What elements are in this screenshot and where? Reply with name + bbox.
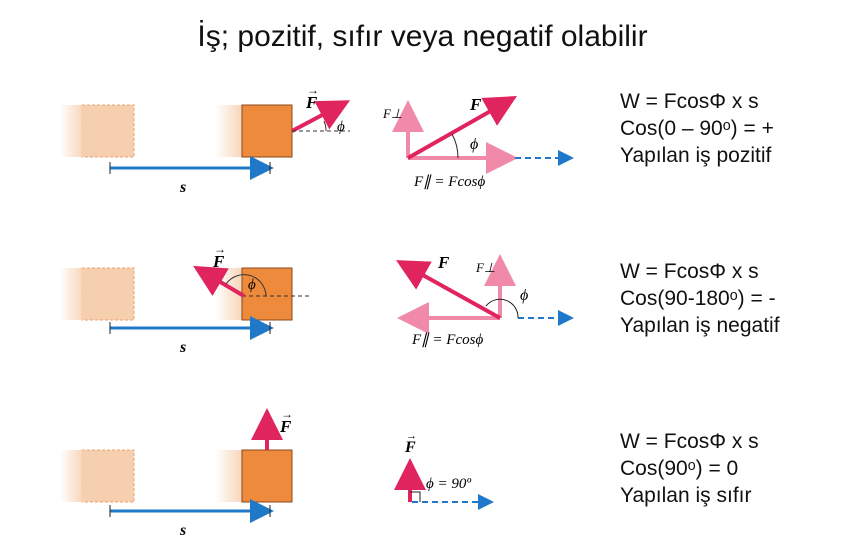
force-vector-mark: → bbox=[406, 430, 417, 442]
angle-arc bbox=[451, 133, 459, 159]
angle-label: ϕ bbox=[520, 287, 528, 304]
equation-line: Yapılan iş sıfır bbox=[620, 484, 752, 507]
force-vector-mark: → bbox=[281, 407, 293, 421]
parallel-eq: F∥ = Fcosϕ bbox=[413, 174, 485, 190]
ghost-block bbox=[81, 449, 135, 503]
motion-blur bbox=[60, 268, 84, 320]
row-zero-components: F → ϕ = 90º bbox=[394, 430, 494, 510]
motion-blur bbox=[215, 105, 243, 157]
force-vector bbox=[396, 260, 501, 320]
equation-line: W = FcosΦ x s bbox=[620, 260, 759, 283]
equation-line: Cos(0 – 90ᵒ) = + bbox=[620, 117, 774, 140]
force-label: F bbox=[437, 253, 450, 272]
equation-line: Yapılan iş pozitif bbox=[620, 144, 772, 167]
perp-label: F⊥ bbox=[475, 260, 495, 275]
parallel-eq: F∥ = Fcosϕ bbox=[411, 332, 483, 348]
row-negative-scene: F → ϕ s bbox=[60, 242, 310, 356]
motion-blur bbox=[215, 450, 243, 502]
equation-line: W = FcosΦ x s bbox=[620, 90, 759, 113]
angle-arc bbox=[225, 274, 267, 297]
equations-positive: W = FcosΦ x s Cos(0 – 90ᵒ) = + Yapılan i… bbox=[620, 88, 774, 169]
displacement-label: s bbox=[179, 339, 186, 356]
angle-label: ϕ bbox=[248, 277, 256, 293]
equation-line: Cos(90-180ᵒ) = - bbox=[620, 287, 776, 310]
force-label: F bbox=[212, 252, 225, 271]
right-angle-mark bbox=[410, 491, 421, 502]
equation-line: W = FcosΦ x s bbox=[620, 430, 759, 453]
force-label: F bbox=[305, 93, 318, 112]
equation-line: Cos(90ᵒ) = 0 bbox=[620, 457, 739, 480]
force-vector-mark: → bbox=[214, 242, 226, 256]
force-arrow bbox=[193, 265, 246, 298]
block bbox=[241, 104, 293, 158]
angle-eq: ϕ = 90º bbox=[426, 476, 471, 492]
equations-negative: W = FcosΦ x s Cos(90-180ᵒ) = - Yapılan i… bbox=[620, 258, 780, 339]
force-label: F bbox=[279, 417, 292, 436]
angle-label: ϕ bbox=[337, 119, 345, 135]
displacement-label: s bbox=[179, 522, 186, 539]
row-positive-scene: F → ϕ s bbox=[60, 83, 351, 196]
ghost-block bbox=[81, 267, 135, 321]
equations-zero: W = FcosΦ x s Cos(90ᵒ) = 0 Yapılan iş sı… bbox=[620, 428, 759, 509]
row-zero-scene: F → s bbox=[60, 407, 293, 539]
row-positive-components: ϕ F F⊥ F∥ = Fcosϕ bbox=[382, 95, 574, 190]
motion-blur bbox=[60, 450, 84, 502]
motion-blur bbox=[60, 105, 84, 157]
displacement-label: s bbox=[179, 179, 186, 196]
force-vector bbox=[407, 96, 517, 160]
force-label: F bbox=[404, 439, 416, 456]
ghost-block bbox=[81, 104, 135, 158]
force-arrow bbox=[291, 100, 351, 133]
force-vector-mark: → bbox=[307, 83, 319, 97]
angle-label: ϕ bbox=[470, 136, 478, 153]
perp-label: F⊥ bbox=[382, 106, 402, 121]
angle-arc bbox=[323, 120, 327, 132]
angle-arc bbox=[485, 298, 519, 319]
row-negative-components: ϕ F F⊥ F∥ = Fcosϕ bbox=[396, 253, 574, 348]
block bbox=[241, 449, 293, 503]
force-label: F bbox=[469, 95, 482, 114]
equation-line: Yapılan iş negatif bbox=[620, 314, 780, 337]
page-title: İş; pozitif, sıfır veya negatif olabilir bbox=[197, 20, 648, 53]
